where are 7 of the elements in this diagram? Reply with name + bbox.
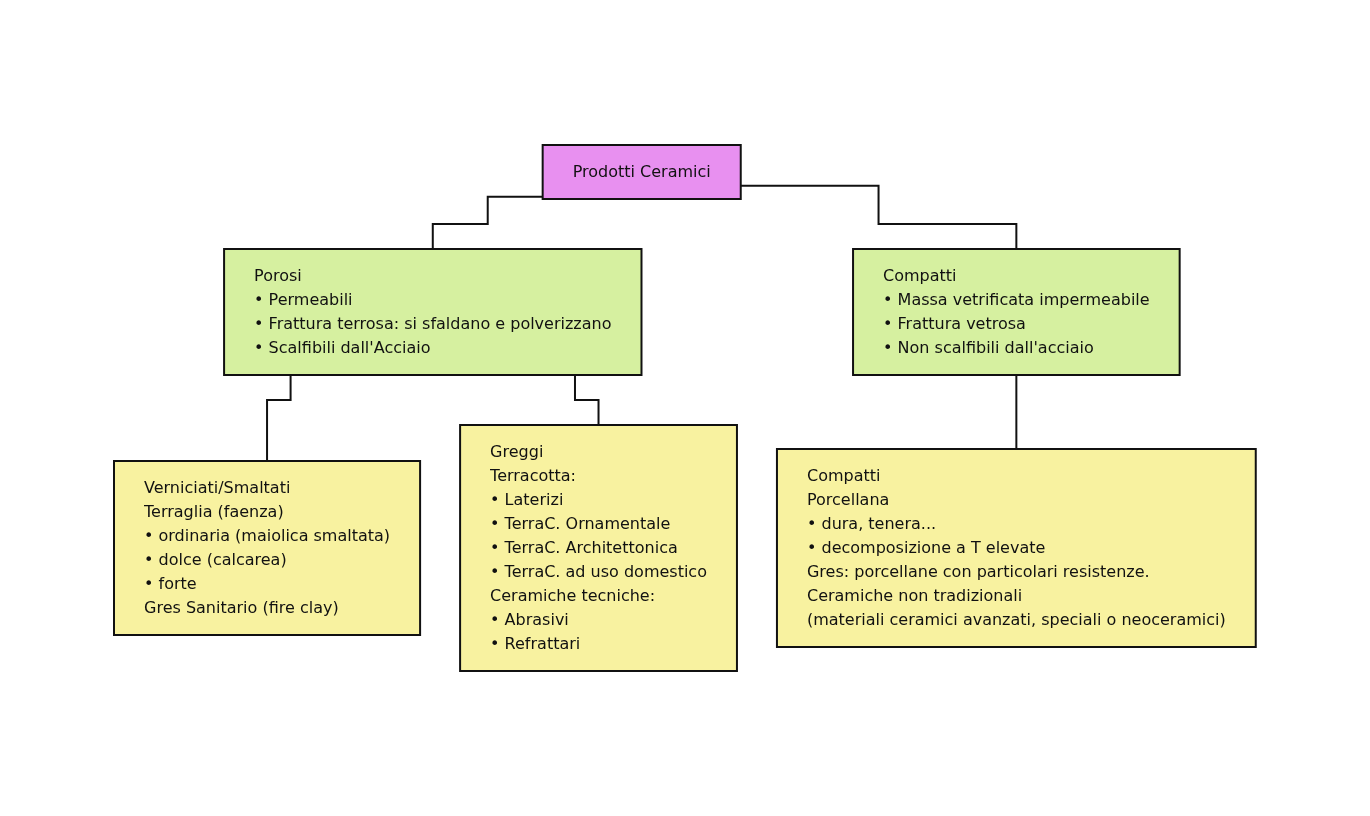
node-box: Compatti • Massa vetrificata impermeabile • Frattura vetrosa • Non scalfibili dall'acciaio [852,248,1181,376]
node-box: Porosi • Permeabili • Frattura terrosa: si sfaldano e polverizzano • Scalfibili dall'Acciaio [223,248,643,376]
node-box: Greggi Terracotta: • Laterizi • TerraC. Ornamentale • TerraC. Architettonica • TerraC. ad uso domestico Ceramiche tecniche: • Abrasivi • Refrattari [459,424,739,672]
node-box: Compatti Porcellana • dura, tenera... • decomposizione a T elevate Gres: porcellane con particolari resistenze. Ceramiche non tradizionali (materiali ceramici avanzati, speciali o neoceramici) [776,448,1257,648]
connector [1015,374,1018,450]
node-box: Prodotti Ceramici [541,144,742,200]
node-box: Verniciati/Smaltati Terraglia (faenza) • ordinaria (maiolica smaltata) • dolce (calcarea) • forte Gres Sanitario (fire clay) [113,460,422,636]
